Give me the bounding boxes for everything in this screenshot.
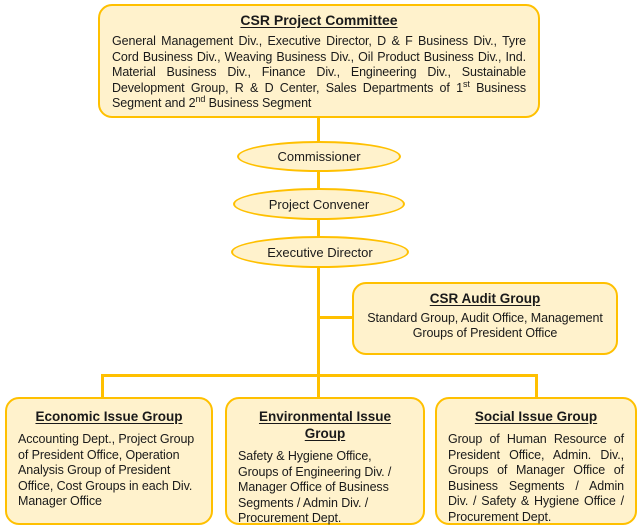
commissioner-ellipse: Commissioner — [237, 141, 401, 172]
executive-director-label: Executive Director — [267, 244, 373, 260]
social-issue-group-title: Social Issue Group — [474, 409, 598, 424]
connector-convener-director — [317, 218, 320, 238]
executive-director-ellipse: Executive Director — [231, 236, 409, 268]
environmental-issue-group-title: Environmental Issue Group — [258, 409, 392, 441]
environmental-issue-group-box: Environmental Issue Group Safety & Hygie… — [225, 397, 425, 525]
committee-body-text: Business Segment — [205, 96, 312, 110]
committee-body: General Management Div., Executive Direc… — [112, 34, 526, 112]
economic-issue-group-body: Accounting Dept., Project Group of Presi… — [18, 432, 195, 508]
audit-group-title: CSR Audit Group — [429, 291, 541, 306]
committee-body-text: Business Segment and 2 — [112, 80, 526, 111]
csr-audit-group-box: CSR Audit Group Standard Group, Audit Of… — [352, 282, 618, 355]
connector-commissioner-convener — [317, 170, 320, 190]
superscript-nd: nd — [195, 93, 206, 104]
commissioner-label: Commissioner — [277, 149, 361, 164]
social-issue-group-body: Group of Human Resource of President Off… — [448, 432, 624, 524]
economic-issue-group-title: Economic Issue Group — [35, 409, 183, 424]
committee-title: CSR Project Committee — [240, 12, 398, 28]
project-convener-ellipse: Project Convener — [233, 188, 405, 220]
committee-body-text: General Management Div., Executive Direc… — [112, 34, 526, 95]
environmental-issue-group-body: Safety & Hygiene Office, Groups of Engin… — [238, 449, 392, 525]
csr-project-committee-box: CSR Project Committee General Management… — [98, 4, 540, 118]
connector-social-drop — [535, 374, 538, 399]
social-issue-group-box: Social Issue Group Group of Human Resour… — [435, 397, 637, 525]
connector-director-groups — [317, 266, 320, 399]
connector-economic-drop — [101, 374, 104, 399]
project-convener-label: Project Convener — [268, 196, 370, 212]
superscript-st: st — [462, 78, 470, 89]
economic-issue-group-box: Economic Issue Group Accounting Dept., P… — [5, 397, 213, 525]
connector-committee-commissioner — [317, 115, 320, 145]
audit-group-body: Standard Group, Audit Office, Management… — [367, 311, 603, 340]
connector-audit-branch — [318, 316, 356, 319]
connector-distribution-line — [101, 374, 538, 377]
